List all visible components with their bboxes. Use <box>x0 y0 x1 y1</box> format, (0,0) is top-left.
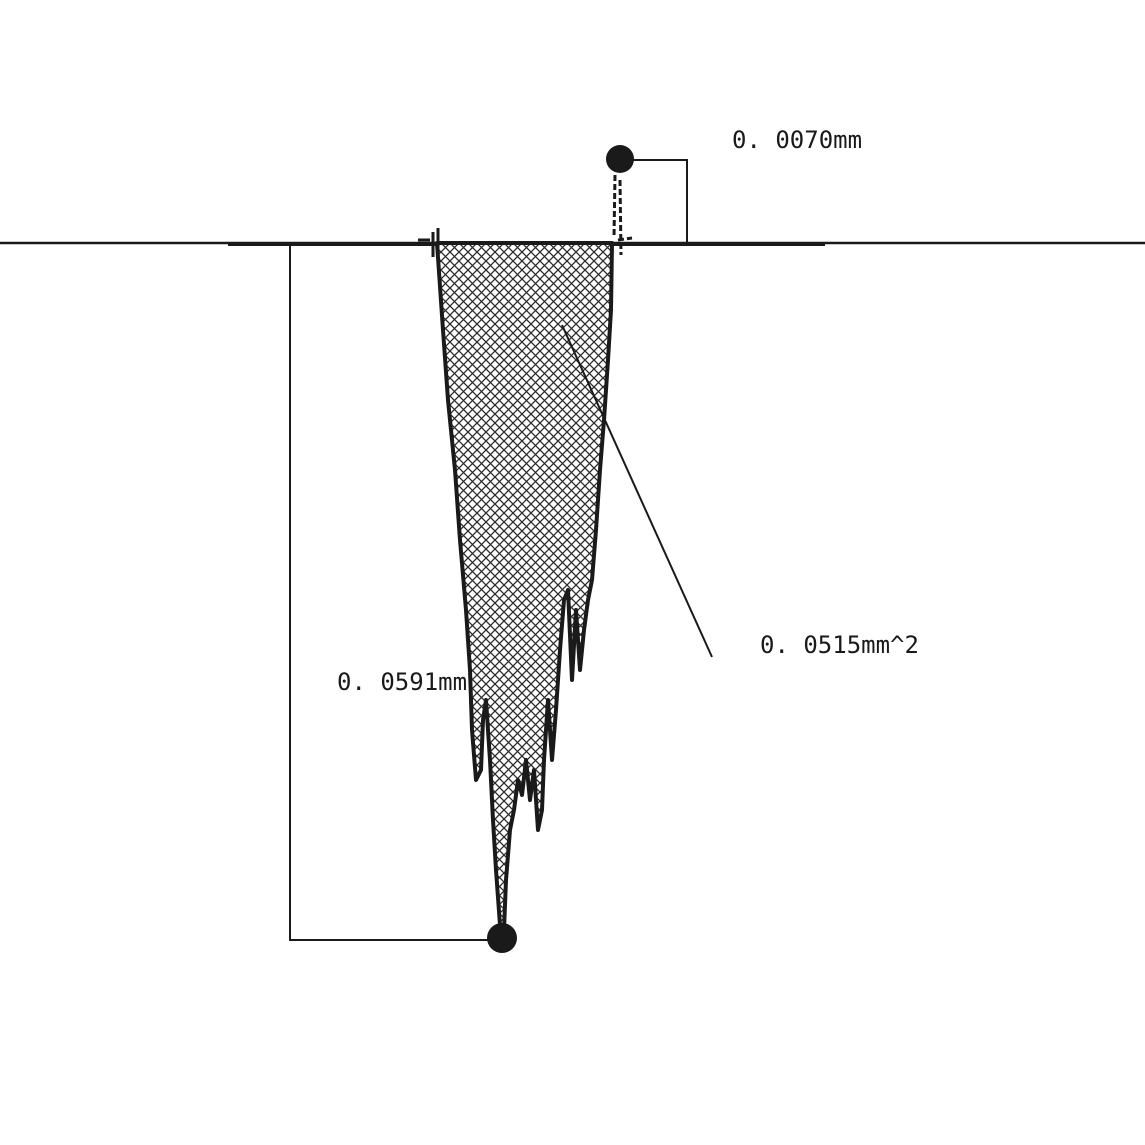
depth-label: 0. 0591mm <box>337 668 467 696</box>
height-dimension-bracket <box>620 159 688 243</box>
right-burr <box>612 174 633 256</box>
groove-profile <box>435 241 614 932</box>
height-label: 0. 0070mm <box>732 126 862 154</box>
depth-marker-dot <box>487 923 517 953</box>
depth-dimension-bracket <box>289 245 502 941</box>
left-burr <box>418 228 440 257</box>
area-leader-line <box>561 324 713 658</box>
area-label: 0. 0515mm^2 <box>760 631 919 659</box>
